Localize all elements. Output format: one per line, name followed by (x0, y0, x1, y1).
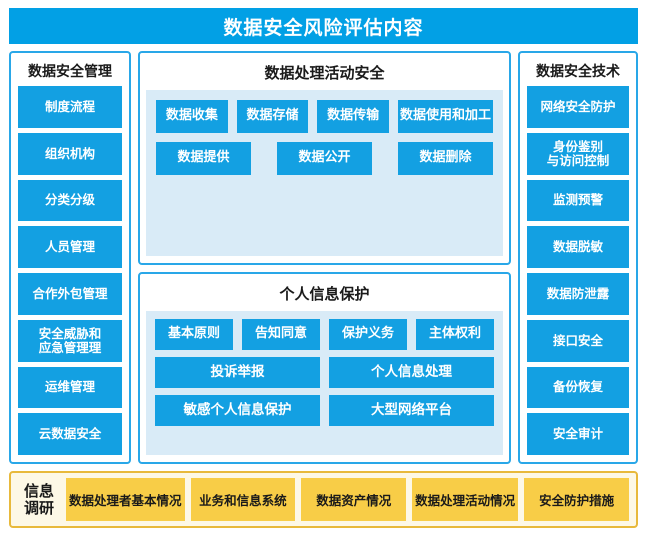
chip-shuju-chuli-huodong-qingkuang[interactable]: 数据处理活动情况 (412, 478, 519, 521)
chip-daxing-wangluo-pingtai[interactable]: 大型网络平台 (329, 395, 494, 426)
chip-shuju-tuomin[interactable]: 数据脱敏 (527, 226, 629, 268)
chip-geren-xinxi-chuli[interactable]: 个人信息处理 (329, 357, 494, 388)
chip-gaozhi-tongyi[interactable]: 告知同意 (242, 319, 320, 350)
row2-spacer-2 (372, 142, 398, 175)
chip-shuju-shiyong-jiagong[interactable]: 数据使用和加工 (397, 100, 493, 133)
activity-row-1: 数据收集 数据存储 数据传输 数据使用和加工 (156, 100, 493, 133)
chip-shenfen-jianbie-fangwen-kongzhi[interactable]: 身份鉴别与访问控制 (527, 132, 629, 175)
survey-bar-items: 数据处理者基本情况 业务和信息系统 数据资产情况 数据处理活动情况 安全防护措施 (66, 478, 630, 521)
privacy-row-3: 敏感个人信息保护 大型网络平台 (155, 395, 494, 426)
activity-panel-body: 数据收集 数据存储 数据传输 数据使用和加工 数据提供 数据公开 数据删除 (146, 90, 503, 256)
chip-mingan-geren-xinxi-baohu[interactable]: 敏感个人信息保护 (155, 395, 320, 426)
center-column: 数据处理活动安全 数据收集 数据存储 数据传输 数据使用和加工 数据提供 数据公… (138, 51, 511, 464)
chip-anquan-shenji[interactable]: 安全审计 (527, 413, 629, 455)
chip-yewu-he-xinxi-xitong[interactable]: 业务和信息系统 (190, 478, 296, 521)
right-column-heading: 数据安全技术 (536, 64, 620, 80)
panel-data-processing-activity-security: 数据处理活动安全 数据收集 数据存储 数据传输 数据使用和加工 数据提供 数据公… (138, 51, 511, 265)
chip-zhuti-quanli[interactable]: 主体权利 (416, 319, 494, 350)
main-columns: 数据安全管理 制度流程 组织机构 分类分级 人员管理 合作外包管理 安全威胁和应… (9, 51, 638, 464)
chip-shuju-fang-xielu[interactable]: 数据防泄露 (527, 273, 629, 315)
privacy-row-2: 投诉举报 个人信息处理 (155, 357, 494, 388)
chip-jiance-yujing[interactable]: 监测预警 (527, 179, 629, 222)
panel-personal-information-protection: 个人信息保护 基本原则 告知同意 保护义务 主体权利 投诉举报 个人信息处理 敏… (138, 272, 511, 464)
row2-spacer-1 (251, 142, 277, 175)
left-column-heading: 数据安全管理 (28, 64, 112, 80)
privacy-row-1: 基本原则 告知同意 保护义务 主体权利 (155, 319, 494, 350)
right-column-items: 网络安全防护 身份鉴别与访问控制 监测预警 数据脱敏 数据防泄露 接口安全 备份… (527, 86, 629, 455)
left-column-items: 制度流程 组织机构 分类分级 人员管理 合作外包管理 安全威胁和应急管理理 运维… (18, 86, 122, 455)
privacy-panel-body: 基本原则 告知同意 保护义务 主体权利 投诉举报 个人信息处理 敏感个人信息保护… (146, 311, 503, 455)
chip-yunwei-guanli[interactable]: 运维管理 (18, 366, 122, 409)
panel-data-security-management: 数据安全管理 制度流程 组织机构 分类分级 人员管理 合作外包管理 安全威胁和应… (9, 51, 131, 464)
chip-yun-shuju-anquan[interactable]: 云数据安全 (18, 413, 122, 455)
chip-zuzhi-jigou[interactable]: 组织机构 (18, 132, 122, 175)
chip-anquan-weixie-yingji[interactable]: 安全威胁和应急管理理 (18, 319, 122, 362)
chip-fenlei-fenji[interactable]: 分类分级 (18, 179, 122, 222)
chip-shuju-gongkai[interactable]: 数据公开 (277, 142, 372, 175)
chip-wangluo-anquan-fanghu[interactable]: 网络安全防护 (527, 86, 629, 128)
chip-hezuo-waibao-guanli[interactable]: 合作外包管理 (18, 273, 122, 315)
chip-jiekou-anquan[interactable]: 接口安全 (527, 319, 629, 362)
chip-jiben-yuanze[interactable]: 基本原则 (155, 319, 233, 350)
chip-baohu-yiwu[interactable]: 保护义务 (329, 319, 407, 350)
chip-beifen-huifu[interactable]: 备份恢复 (527, 366, 629, 409)
chip-zhidu-liucheng[interactable]: 制度流程 (18, 86, 122, 128)
panel-data-security-technology: 数据安全技术 网络安全防护 身份鉴别与访问控制 监测预警 数据脱敏 数据防泄露 … (518, 51, 638, 464)
chip-anquan-fanghu-cuoshi[interactable]: 安全防护措施 (524, 478, 630, 521)
chip-shuju-chuanshu[interactable]: 数据传输 (317, 100, 389, 133)
chip-shuju-shouji[interactable]: 数据收集 (156, 100, 228, 133)
diagram-title: 数据安全风险评估内容 (9, 8, 638, 44)
privacy-panel-heading: 个人信息保护 (279, 285, 370, 303)
chip-tousu-jubao[interactable]: 投诉举报 (155, 357, 320, 388)
activity-panel-heading: 数据处理活动安全 (264, 64, 385, 82)
survey-bar: 信息调研 数据处理者基本情况 业务和信息系统 数据资产情况 数据处理活动情况 安… (9, 471, 638, 528)
chip-shuju-shanchu[interactable]: 数据删除 (398, 142, 493, 175)
chip-shuju-tigong[interactable]: 数据提供 (156, 142, 251, 175)
activity-row-2: 数据提供 数据公开 数据删除 (156, 142, 493, 175)
chip-shuju-zichan-qingkuang[interactable]: 数据资产情况 (301, 478, 407, 521)
survey-bar-label: 信息调研 (23, 482, 54, 517)
chip-renyuan-guanli[interactable]: 人员管理 (18, 226, 122, 268)
chip-shuju-chuliZhe-jiben-qingkuang[interactable]: 数据处理者基本情况 (66, 478, 185, 521)
chip-shuju-cunchu[interactable]: 数据存储 (236, 100, 309, 133)
